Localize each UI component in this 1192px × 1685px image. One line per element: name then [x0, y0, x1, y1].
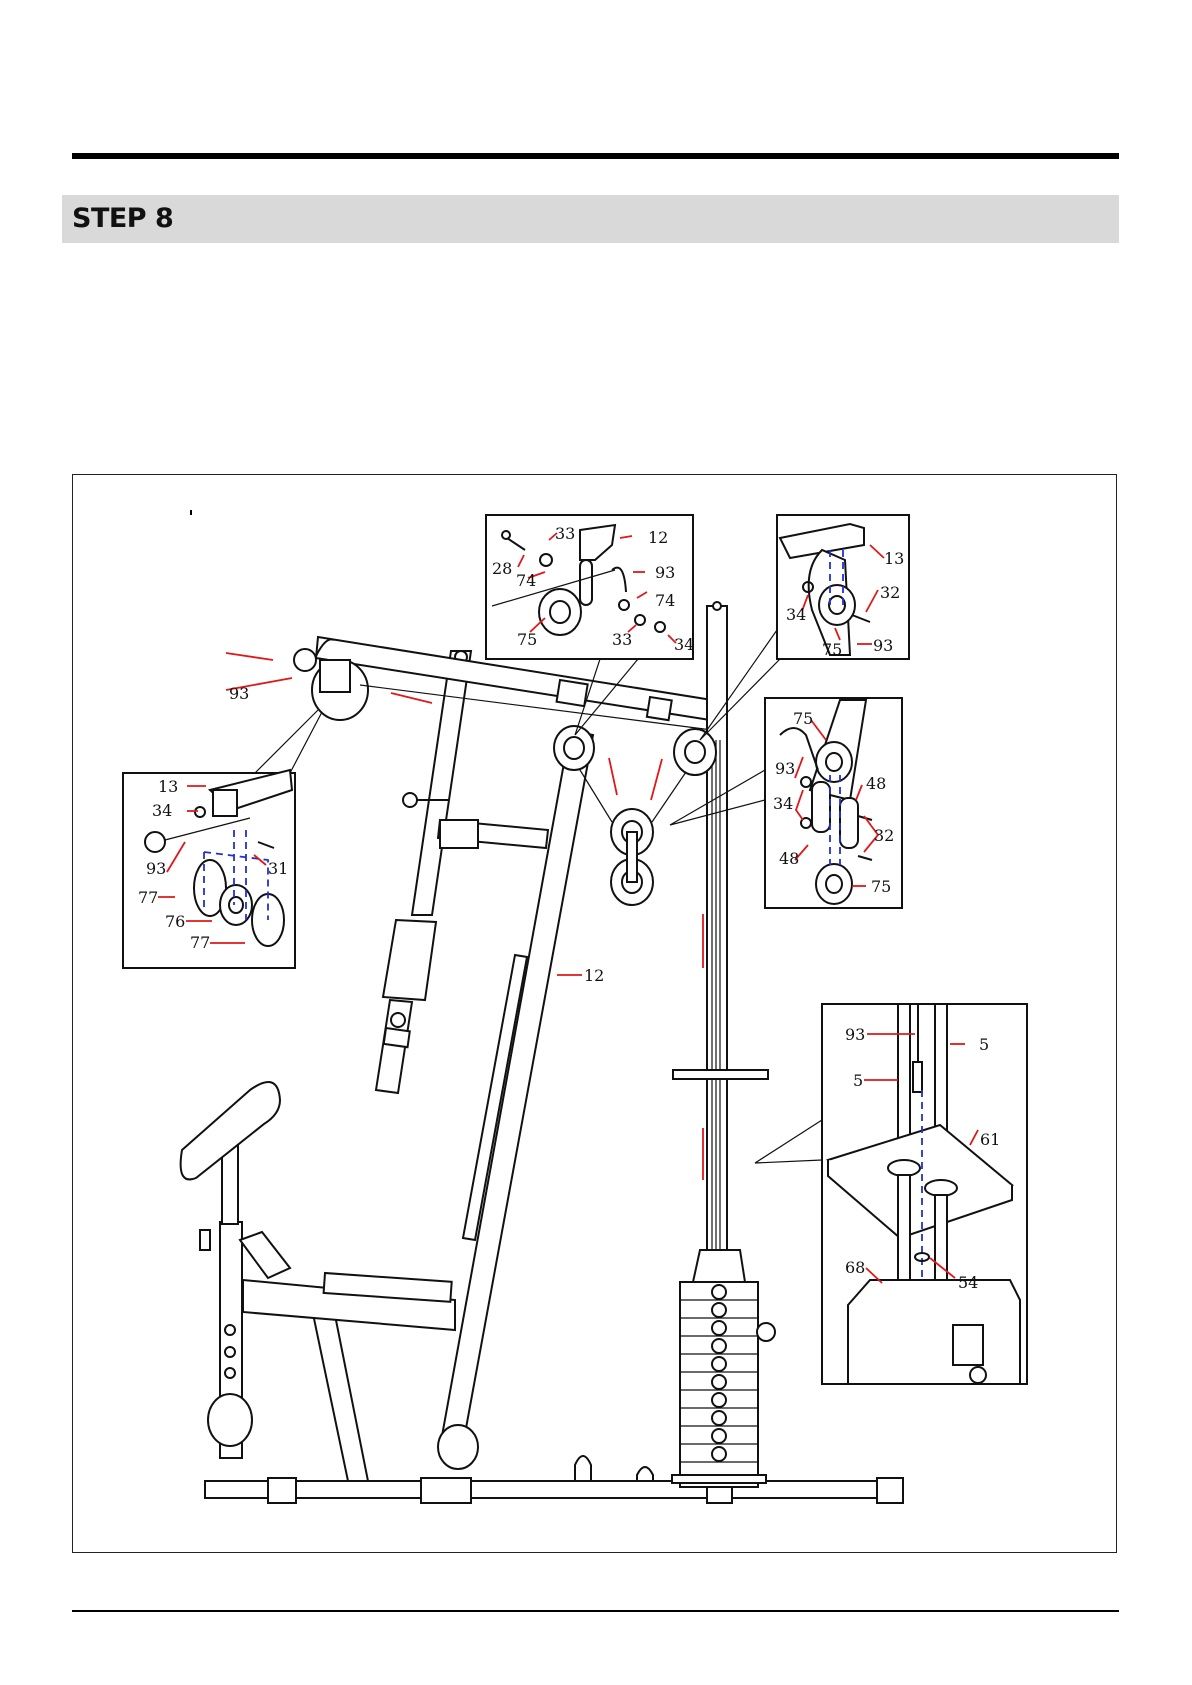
label-part-34: 34 [674, 635, 694, 654]
label-part-48: 48 [779, 849, 799, 868]
label-part-74: 74 [655, 591, 675, 610]
label-part-93: 93 [873, 636, 893, 655]
label-part-12: 12 [584, 966, 604, 985]
label-part-32: 32 [874, 826, 894, 845]
label-part-34: 34 [773, 794, 793, 813]
label-part-12: 12 [648, 528, 668, 547]
bottom-rule [72, 1610, 1119, 1612]
label-part-13: 13 [158, 777, 178, 796]
label-part-76: 76 [165, 912, 185, 931]
label-part-33: 33 [612, 630, 632, 649]
label-part-93: 93 [229, 684, 249, 703]
label-part-93: 93 [655, 563, 675, 582]
weight-stack [672, 1250, 775, 1487]
label-part-54: 54 [958, 1273, 978, 1292]
label-part-13: 13 [884, 549, 904, 568]
label-part-93: 93 [775, 759, 795, 778]
label-part-31: 31 [268, 859, 288, 878]
label-part-48: 48 [866, 774, 886, 793]
label-part-75: 75 [793, 709, 813, 728]
label-part-34: 34 [786, 605, 806, 624]
label-part-5: 5 [979, 1035, 989, 1054]
label-part-34: 34 [152, 801, 172, 820]
label-part-77: 77 [138, 888, 158, 907]
label-part-75: 75 [871, 877, 891, 896]
label-part-5: 5 [853, 1071, 863, 1090]
label-part-68: 68 [845, 1258, 865, 1277]
label-part-74: 74 [516, 571, 536, 590]
label-part-32: 32 [880, 583, 900, 602]
detail-left-pulley: 13 34 93 31 77 76 77 [123, 710, 322, 968]
label-part-93: 93 [146, 859, 166, 878]
label-part-61: 61 [980, 1130, 1000, 1149]
label-part-28: 28 [492, 559, 512, 578]
label-part-75: 75 [822, 640, 842, 659]
label-part-93: 93 [845, 1025, 865, 1044]
detail-weight-plate: 93 5 5 61 68 54 [755, 1004, 1027, 1384]
label-part-75: 75 [517, 630, 537, 649]
label-part-33: 33 [555, 524, 575, 543]
label-part-77: 77 [190, 933, 210, 952]
